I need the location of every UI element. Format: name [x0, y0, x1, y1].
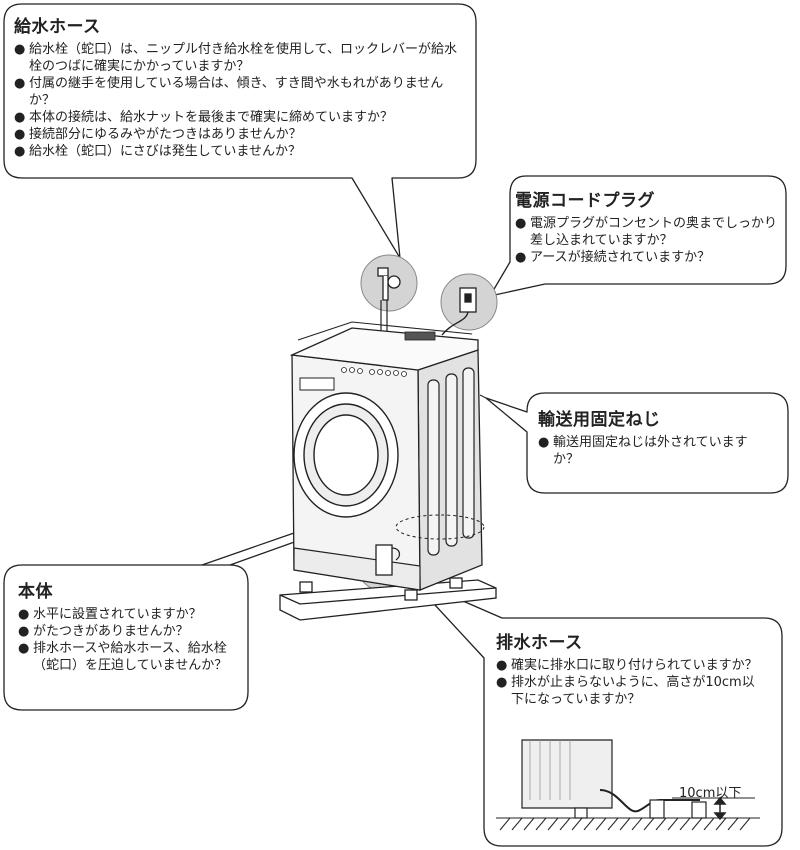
water-hose-item: 接続部分にゆるみやがたつきはありませんか？: [14, 126, 466, 143]
main-body-title: 本体: [18, 582, 53, 602]
height-limit-label: 10cm以下: [679, 786, 742, 801]
water-hose-item: 付属の継手を使用している場合は、傾き、すき間や水もれがありませんか？: [14, 75, 466, 109]
main-body-item: 水平に設置されていますか？: [18, 606, 240, 623]
water-hose-title: 給水ホース: [14, 17, 101, 37]
drain-hose-bubble: [409, 577, 783, 847]
height-arrow: [672, 796, 755, 821]
transport-screw-callout: 輸送用固定ねじ 輸送用固定ねじは外されていますか？: [538, 405, 770, 468]
water-hose-item: 給水栓（蛇口）にさびは発生していませんか？: [14, 143, 466, 160]
water-hose-item: 給水栓（蛇口）は、ニップル付き給水栓を使用して、ロックレバーが給水栓のつばに確実…: [14, 41, 466, 75]
main-body-item: 排水ホースや給水ホース、給水栓（蛇口）を圧迫していませんか？: [18, 640, 240, 674]
ground-hatch: [496, 817, 760, 831]
power-plug-title: 電源コードプラグ: [515, 191, 655, 211]
transport-screw-item: 輸送用固定ねじは外されていますか？: [538, 434, 770, 468]
transport-screw-title: 輸送用固定ねじ: [538, 410, 661, 430]
outlet-icon: [459, 287, 477, 313]
drain-hose-item: 確実に排水口に取り付けられていますか？: [496, 657, 766, 674]
base-pallet: [279, 577, 497, 621]
main-body-item: がたつきがありませんか？: [18, 623, 240, 640]
main-body-callout: 本体 水平に設置されていますか？ がたつきがありませんか？ 排水ホースや給水ホー…: [18, 577, 240, 674]
power-plug-item: アースが接続されていますか？: [515, 249, 777, 266]
water-hose-item: 本体の接続は、給水ナットを最後まで確実に締めていますか？: [14, 109, 466, 126]
drain-hose-item: 排水が止まらないように、高さが10cm以下になっていますか？: [496, 674, 766, 708]
power-plug-item: 電源プラグがコンセントの奥までしっかり差し込まれていますか？: [515, 215, 777, 249]
water-hose-callout: 給水ホース 給水栓（蛇口）は、ニップル付き給水栓を使用して、ロックレバーが給水栓…: [14, 12, 466, 160]
machine-door: [293, 392, 399, 518]
drain-hose-callout: 排水ホース 確実に排水口に取り付けられていますか？ 排水が止まらないように、高さ…: [496, 628, 766, 708]
faucet-icon: [377, 267, 401, 301]
power-plug-callout: 電源コードプラグ 電源プラグがコンセントの奥までしっかり差し込まれていますか？ …: [515, 186, 777, 266]
drain-hose-title: 排水ホース: [496, 633, 583, 653]
drain-trap-icon: [375, 544, 401, 576]
